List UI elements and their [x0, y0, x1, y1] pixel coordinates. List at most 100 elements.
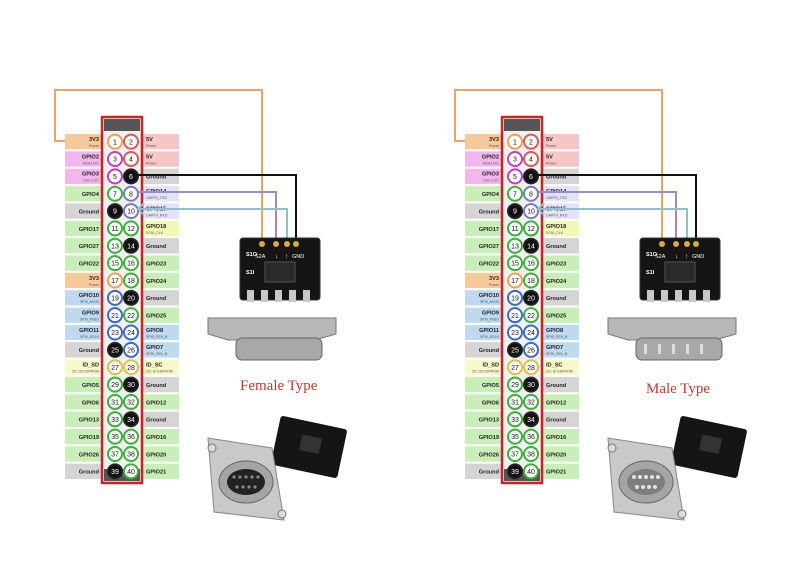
right-label-bg	[543, 411, 579, 427]
pin-number: 6	[529, 174, 533, 181]
left-label-name: 3V3	[489, 276, 499, 282]
photo-screw-right	[677, 509, 687, 519]
pin-number: 29	[111, 382, 119, 389]
header-pin: 11	[507, 220, 523, 237]
left-label-name: GPIO3	[82, 172, 99, 178]
header-pin: 39	[107, 463, 123, 480]
pin-circle	[507, 255, 523, 272]
right-label-bg	[143, 186, 179, 202]
pin-number: 36	[527, 434, 535, 441]
pin-circle	[123, 168, 139, 185]
right-pin-label: GPIO25	[543, 307, 579, 323]
pin-number: 6	[129, 174, 133, 181]
right-label-name: GPIO20	[546, 452, 566, 458]
right-label-name: GPIO12	[146, 400, 166, 406]
header-pin: 35	[107, 428, 123, 445]
header-pin: 31	[107, 393, 123, 410]
left-label-sub: SCL1 I2C	[483, 179, 499, 183]
right-label-sub: SPI0_CE0_N	[146, 335, 168, 339]
right-label-name: Ground	[146, 418, 167, 424]
left-label-bg	[65, 463, 101, 479]
right-label-bg	[143, 411, 179, 427]
left-label-name: ID_SD	[483, 363, 499, 369]
header-pin: 7	[107, 185, 123, 202]
left-label-name: Ground	[79, 470, 100, 476]
left-pin-label: GPIO26	[65, 446, 101, 462]
pin-number: 38	[527, 452, 535, 459]
header-pin: 36	[523, 428, 539, 445]
rx-arrowhead	[536, 202, 545, 216]
pin-circle	[107, 324, 123, 341]
pin-circle	[523, 289, 539, 306]
right-label-bg	[143, 428, 179, 445]
pin-circle	[523, 411, 539, 428]
pin-number: 21	[511, 313, 519, 320]
right-label-bg	[143, 359, 179, 375]
left-label-bg	[65, 290, 101, 306]
db9-male-pin	[672, 344, 675, 354]
pin-circle	[123, 393, 139, 410]
pin-number: 31	[511, 400, 519, 407]
photo-module-chip	[699, 434, 723, 455]
right-label-name: Ground	[546, 418, 567, 424]
module-header-pad	[259, 241, 265, 247]
db9-flange	[207, 317, 337, 341]
left-label-bg	[65, 359, 101, 375]
pin-number: 16	[527, 261, 535, 268]
header-pin: 36	[123, 428, 139, 445]
header-pin: 25	[107, 341, 123, 358]
right-label-name: GPIO24	[146, 279, 167, 285]
header-pin: 21	[107, 307, 123, 324]
right-pin-label: Ground	[543, 238, 579, 254]
left-label-bg	[65, 428, 101, 445]
header-pin: 10	[523, 203, 539, 220]
right-label-bg	[143, 220, 179, 237]
pin-number: 4	[529, 157, 533, 164]
pin-circle	[523, 463, 539, 480]
right-pin-label: GPIO16	[543, 428, 579, 445]
pin-number: 35	[511, 434, 519, 441]
module-solder-tab	[703, 290, 710, 302]
pin-number: 2	[529, 139, 533, 146]
photo-male-pin	[638, 475, 642, 479]
right-label-bg	[543, 446, 579, 462]
left-pin-label: GPIO13	[65, 411, 101, 427]
header-pin: 10	[123, 203, 139, 220]
left-label-bg	[465, 324, 501, 341]
left-label-bg	[465, 151, 501, 167]
pin-circle	[123, 428, 139, 445]
right-label-bg	[543, 359, 579, 375]
right-label-name: GPIO7	[146, 345, 163, 351]
pin-number: 39	[111, 469, 119, 476]
module-solder-tab	[689, 290, 696, 302]
right-label-bg	[143, 290, 179, 306]
left-label-sub: I2C ID EEPROM	[472, 370, 499, 374]
pin-number: 38	[127, 452, 135, 459]
pin-number: 1	[113, 139, 117, 146]
photo-socket-hole	[241, 485, 245, 489]
right-pin-label: Ground	[543, 290, 579, 306]
pin-number: 9	[513, 209, 517, 216]
left-label-name: GPIO26	[79, 452, 99, 458]
module-chip	[264, 261, 296, 283]
header-pin: 23	[507, 324, 523, 341]
pin-number: 10	[527, 209, 535, 216]
pin-number: 28	[527, 365, 535, 372]
right-label-name: GPIO12	[546, 400, 566, 406]
header-pin: 40	[123, 463, 139, 480]
right-label-name: GPIO25	[146, 314, 166, 320]
pin-circle	[123, 376, 139, 393]
right-label-name: 5V	[546, 154, 553, 160]
left-label-name: GPIO26	[479, 452, 499, 458]
left-label-name: GPIO2	[482, 154, 499, 160]
header-pin: 12	[123, 220, 139, 237]
header-top-cap	[504, 119, 540, 131]
header-pin: 32	[523, 393, 539, 410]
pin-number: 8	[529, 191, 533, 198]
left-label-bg	[465, 359, 501, 375]
right-label-sub: UART0_RXD	[146, 213, 168, 217]
